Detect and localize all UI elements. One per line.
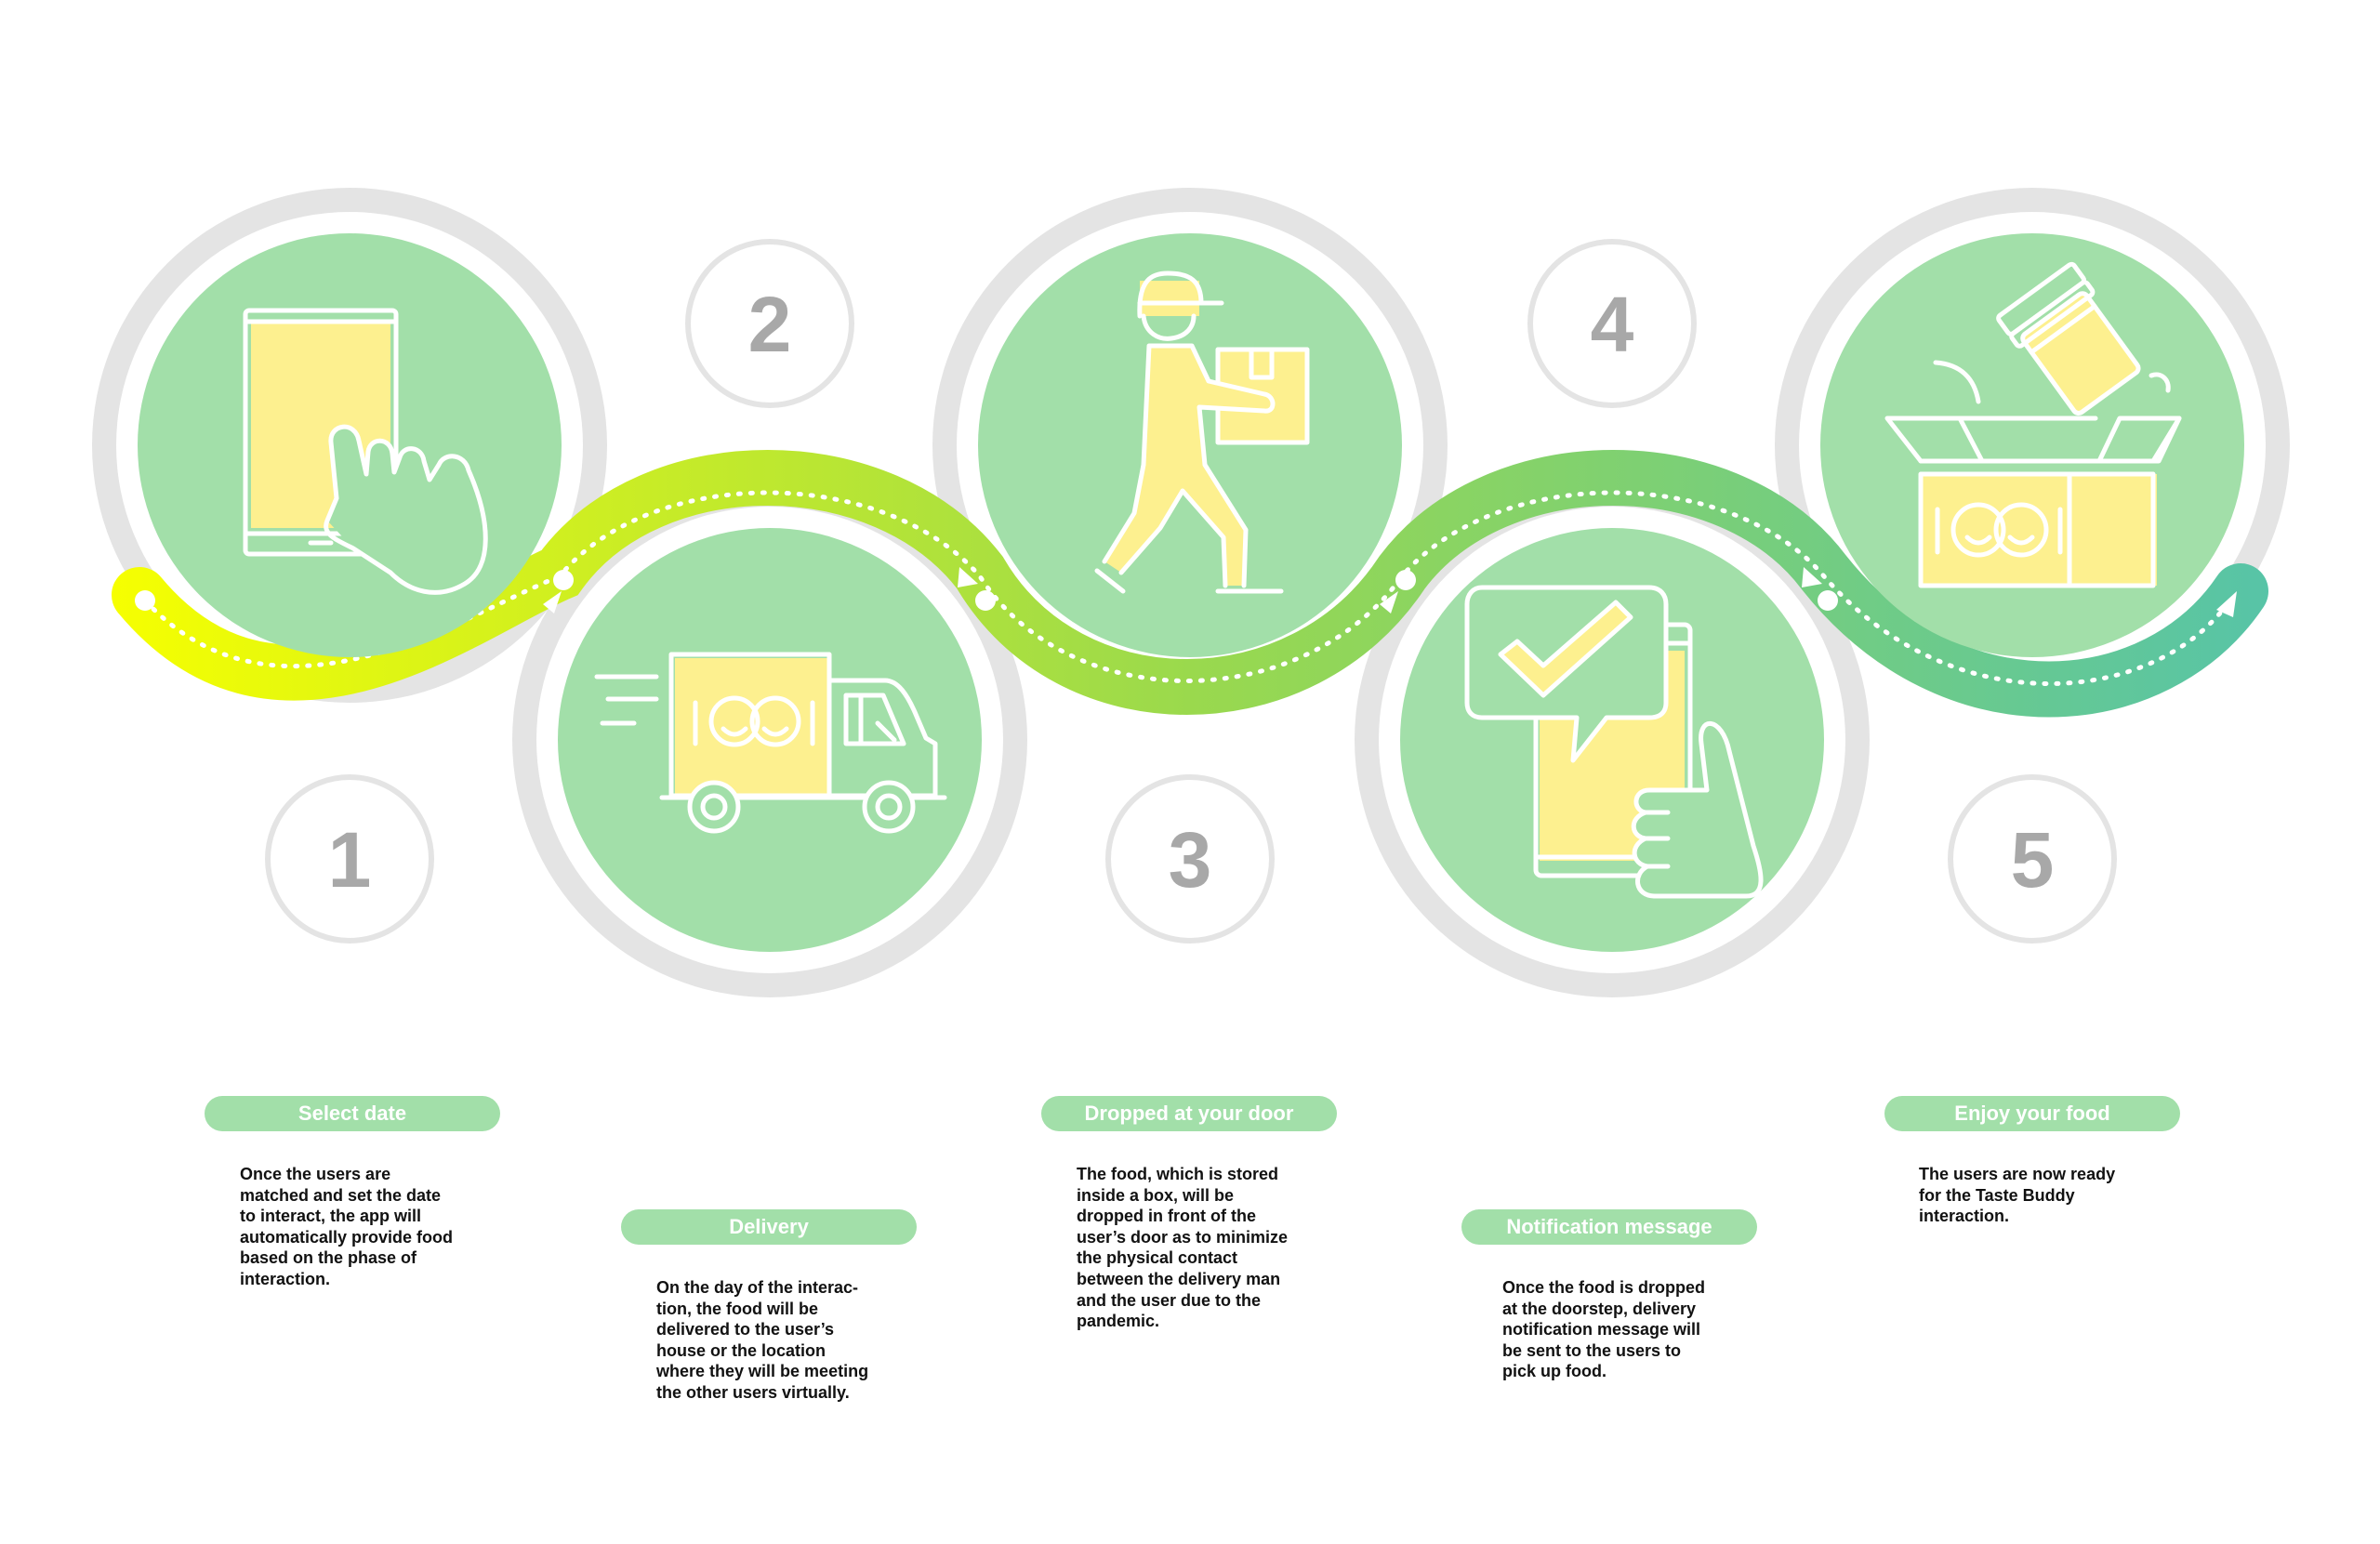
step-1-title: Select date xyxy=(205,1096,500,1131)
phone-notification-icon xyxy=(1464,585,1764,899)
food-box-icon xyxy=(1884,261,2182,588)
number-badge-4: 4 xyxy=(1527,239,1697,408)
delivery-truck-icon xyxy=(594,652,947,834)
step-2-title: Delivery xyxy=(621,1209,917,1245)
timeline-dot xyxy=(553,570,574,590)
tablet-tap-icon xyxy=(243,308,488,595)
step-4-description: Once the food is dropped at the doorstep… xyxy=(1502,1278,1706,1381)
step-number-3: 3 xyxy=(1169,816,1212,904)
timeline-dotted-line xyxy=(142,490,2234,686)
number-badge-1: 1 xyxy=(265,774,434,944)
step-number-2: 2 xyxy=(748,281,792,368)
timeline-dot xyxy=(975,590,996,611)
step-5-description: The users are now ready for the Taste Bu… xyxy=(1919,1165,2116,1226)
step-5-title: Enjoy your food xyxy=(1884,1096,2180,1131)
timeline-dot xyxy=(1818,590,1838,611)
step-1-description: Once the users are matched and set the d… xyxy=(240,1165,454,1288)
arrow-icon xyxy=(958,567,978,587)
arrow-icon xyxy=(1802,567,1822,587)
step-2-description: On the day of the interac- tion, the foo… xyxy=(656,1278,869,1402)
step-4-title: Notification message xyxy=(1461,1209,1757,1245)
step-number-4: 4 xyxy=(1591,281,1634,368)
step-circle-5 xyxy=(1820,233,2244,657)
arrow-icon xyxy=(1380,591,1398,614)
step-number-5: 5 xyxy=(2011,816,2055,904)
timeline-dot xyxy=(1395,570,1416,590)
arrow-icon xyxy=(2216,591,2237,617)
step-3-description: The food, which is stored inside a box, … xyxy=(1077,1165,1289,1331)
step-3-title: Dropped at your door xyxy=(1041,1096,1337,1131)
number-badge-5: 5 xyxy=(1948,774,2117,944)
arrow-icon xyxy=(543,591,562,614)
number-badge-2: 2 xyxy=(685,239,854,408)
timeline-start-dot xyxy=(135,590,155,611)
step-number-1: 1 xyxy=(328,816,372,904)
number-badge-3: 3 xyxy=(1105,774,1275,944)
delivery-man-icon xyxy=(1094,271,1310,594)
